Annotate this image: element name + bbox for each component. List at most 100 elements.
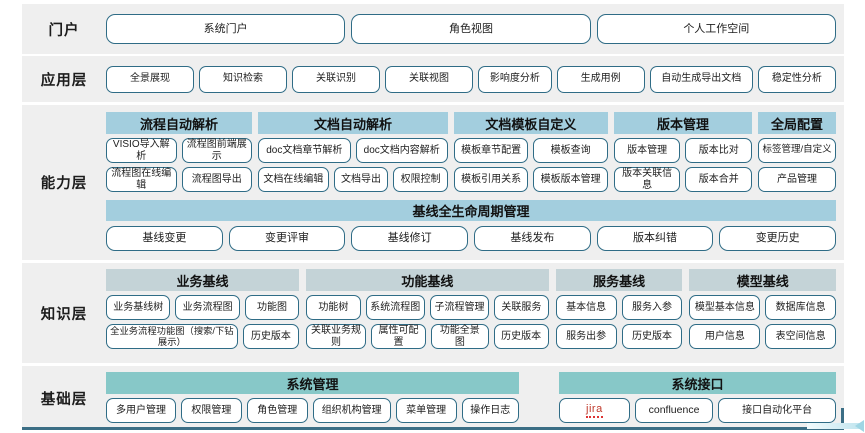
kn-g3-r1-i0[interactable]: 用户信息: [689, 324, 761, 349]
fd-g1-i2[interactable]: 接口自动化平台: [718, 398, 836, 423]
layer-band-foundation: 基础层 系统管理 多用户管理 权限管理 角色管理 组织机构管理 菜单管理 操作日…: [22, 366, 844, 430]
capability-group-4-header: 全局配置: [758, 112, 836, 134]
app-item-0[interactable]: 全景展现: [106, 65, 195, 93]
fd-g1-i1[interactable]: confluence: [634, 398, 714, 423]
portal-item-2[interactable]: 个人工作空间: [596, 14, 836, 44]
cap-g1-r1-i0[interactable]: 文档在线编辑: [258, 167, 329, 192]
lifecycle-item-4[interactable]: 版本纠错: [596, 226, 714, 251]
knowledge-group-0-header: 业务基线: [106, 269, 300, 291]
kn-g0-r0-i1[interactable]: 业务流程图: [175, 295, 240, 320]
lifecycle-item-0[interactable]: 基线变更: [106, 226, 223, 251]
app-item-6[interactable]: 自动生成导出文档: [649, 65, 753, 93]
layer-label-application: 应用层: [40, 72, 88, 89]
kn-g1-r0-i0[interactable]: 功能树: [306, 295, 361, 320]
cap-g1-r1-i2[interactable]: 权限控制: [393, 167, 448, 192]
fd-g0-i3[interactable]: 组织机构管理: [312, 398, 391, 423]
layer-label-foundation: 基础层: [40, 391, 88, 408]
capability-lifecycle: 基线全生命周期管理 基线变更 变更评审 基线修订 基线发布 版本纠错 变更历史: [106, 200, 837, 251]
portal-item-1[interactable]: 角色视图: [351, 14, 591, 44]
knowledge-group-1: 功能基线 功能树 系统流程图 子流程管理 关联服务 关联业务规则 属性可配置 功…: [306, 269, 549, 349]
cap-g3-r1-i0[interactable]: 版本关联信息: [613, 167, 681, 192]
knowledge-group-0: 业务基线 业务基线树 业务流程图 功能图 全业务流程功能图（搜索/下钻展示） 历…: [106, 269, 300, 349]
layer-label-knowledge: 知识层: [40, 306, 88, 323]
fd-g0-i4[interactable]: 菜单管理: [395, 398, 457, 423]
layer-label-portal: 门户: [48, 22, 80, 39]
fd-g1-i0[interactable]: jira: [558, 398, 630, 423]
kn-g0-r1-i0[interactable]: 全业务流程功能图（搜索/下钻展示）: [106, 324, 238, 349]
app-item-5[interactable]: 生成用例: [556, 65, 645, 93]
fd-g0-i5[interactable]: 操作日志: [461, 398, 519, 423]
kn-g1-r1-i2[interactable]: 功能全景图: [431, 324, 489, 349]
cap-g1-r1-i1[interactable]: 文档导出: [333, 167, 389, 192]
bottom-rule: [22, 427, 844, 430]
app-item-1[interactable]: 知识检索: [199, 65, 288, 93]
layer-band-knowledge: 知识层 业务基线 业务基线树 业务流程图 功能图 全业务流程功能图（搜索/下钻展…: [22, 263, 844, 363]
foundation-group-0-header: 系统管理: [106, 372, 519, 394]
cap-g2-r1-i0[interactable]: 模板引用关系: [453, 167, 529, 192]
knowledge-group-3-header: 模型基线: [689, 269, 836, 291]
cap-g1-r0-i1[interactable]: doc文档内容解析: [355, 138, 448, 163]
cap-g0-r1-i1[interactable]: 流程图导出: [181, 167, 253, 192]
kn-g3-r0-i0[interactable]: 模型基本信息: [689, 295, 761, 320]
kn-g2-r0-i1[interactable]: 服务入参: [621, 295, 683, 320]
cap-g1-r0-i0[interactable]: doc文档章节解析: [258, 138, 351, 163]
cap-g4-r1-i0[interactable]: 产品管理: [758, 167, 836, 192]
capability-group-0: 流程自动解析 VISIO导入解析 流程图前端展示 流程图在线编辑 流程图导出: [106, 112, 253, 192]
lifecycle-header: 基线全生命周期管理: [106, 200, 836, 221]
layer-band-capability: 能力层 流程自动解析 VISIO导入解析 流程图前端展示 流程图在线编辑 流程图…: [22, 105, 844, 260]
lifecycle-item-3[interactable]: 基线发布: [474, 226, 591, 251]
app-item-3[interactable]: 关联视图: [385, 65, 474, 93]
kn-g1-r0-i1[interactable]: 系统流程图: [365, 295, 425, 320]
foundation-group-0: 系统管理 多用户管理 权限管理 角色管理 组织机构管理 菜单管理 操作日志: [106, 372, 519, 423]
portal-item-0[interactable]: 系统门户: [106, 14, 346, 44]
cap-g0-r0-i0[interactable]: VISIO导入解析: [106, 138, 177, 163]
layer-band-portal: 门户 系统门户 角色视图 个人工作空间: [22, 4, 844, 54]
capability-group-3: 版本管理 版本管理 版本比对 版本关联信息 版本合并: [613, 112, 753, 192]
capability-group-3-header: 版本管理: [613, 112, 753, 134]
knowledge-group-1-header: 功能基线: [306, 269, 549, 291]
kn-g2-r0-i0[interactable]: 基本信息: [555, 295, 617, 320]
lifecycle-item-1[interactable]: 变更评审: [228, 226, 346, 251]
cap-g0-r1-i0[interactable]: 流程图在线编辑: [106, 167, 177, 192]
capability-group-2: 文档模板自定义 模板章节配置 模板查询 模板引用关系 模板版本管理: [453, 112, 608, 192]
cap-g4-r0-i0[interactable]: 标签管理/自定义: [758, 138, 836, 163]
cap-g0-r0-i1[interactable]: 流程图前端展示: [181, 138, 253, 163]
kn-g1-r1-i3[interactable]: 历史版本: [493, 324, 549, 349]
cap-g2-r1-i1[interactable]: 模板版本管理: [533, 167, 608, 192]
kn-g3-r0-i1[interactable]: 数据库信息: [765, 295, 837, 320]
kn-g1-r1-i1[interactable]: 属性可配置: [370, 324, 427, 349]
kn-g2-r1-i1[interactable]: 历史版本: [621, 324, 683, 349]
kn-g2-r1-i0[interactable]: 服务出参: [555, 324, 617, 349]
foundation-group-1-header: 系统接口: [558, 372, 836, 394]
layer-label-capability: 能力层: [40, 176, 88, 192]
capability-group-0-header: 流程自动解析: [106, 112, 253, 134]
kn-g0-r0-i0[interactable]: 业务基线树: [106, 295, 171, 320]
kn-g1-r0-i3[interactable]: 关联服务: [494, 295, 549, 320]
layer-band-application: 应用层 全景展现 知识检索 关联识别 关联视图 影响度分析 生成用例 自动生成导…: [22, 56, 844, 102]
fd-g0-i2[interactable]: 角色管理: [246, 398, 308, 423]
cap-g2-r0-i0[interactable]: 模板章节配置: [453, 138, 529, 163]
app-item-7[interactable]: 稳定性分析: [757, 65, 836, 93]
cap-g3-r0-i0[interactable]: 版本管理: [613, 138, 681, 163]
app-item-4[interactable]: 影响度分析: [478, 65, 552, 93]
cap-g3-r1-i1[interactable]: 版本合并: [685, 167, 753, 192]
kn-g0-r0-i2[interactable]: 功能图: [244, 295, 300, 320]
capability-group-4: 全局配置 标签管理/自定义 产品管理: [758, 112, 836, 192]
lifecycle-item-5[interactable]: 变更历史: [719, 226, 837, 251]
capability-group-1: 文档自动解析 doc文档章节解析 doc文档内容解析 文档在线编辑 文档导出 权…: [258, 112, 448, 192]
app-item-2[interactable]: 关联识别: [292, 65, 381, 93]
capability-group-2-header: 文档模板自定义: [453, 112, 608, 134]
cap-g3-r0-i1[interactable]: 版本比对: [685, 138, 753, 163]
kn-g1-r1-i0[interactable]: 关联业务规则: [306, 324, 366, 349]
cap-g2-r0-i1[interactable]: 模板查询: [533, 138, 608, 163]
kn-g0-r1-i1[interactable]: 历史版本: [242, 324, 300, 349]
knowledge-group-3: 模型基线 模型基本信息 数据库信息 用户信息 表空间信息: [689, 269, 837, 349]
right-rule: [841, 408, 844, 430]
kn-g1-r0-i2[interactable]: 子流程管理: [429, 295, 490, 320]
lifecycle-item-2[interactable]: 基线修订: [351, 226, 469, 251]
fd-g0-i0[interactable]: 多用户管理: [106, 398, 177, 423]
kn-g3-r1-i1[interactable]: 表空间信息: [765, 324, 837, 349]
knowledge-group-2: 服务基线 基本信息 服务入参 服务出参 历史版本: [555, 269, 683, 349]
fd-g0-i1[interactable]: 权限管理: [181, 398, 242, 423]
